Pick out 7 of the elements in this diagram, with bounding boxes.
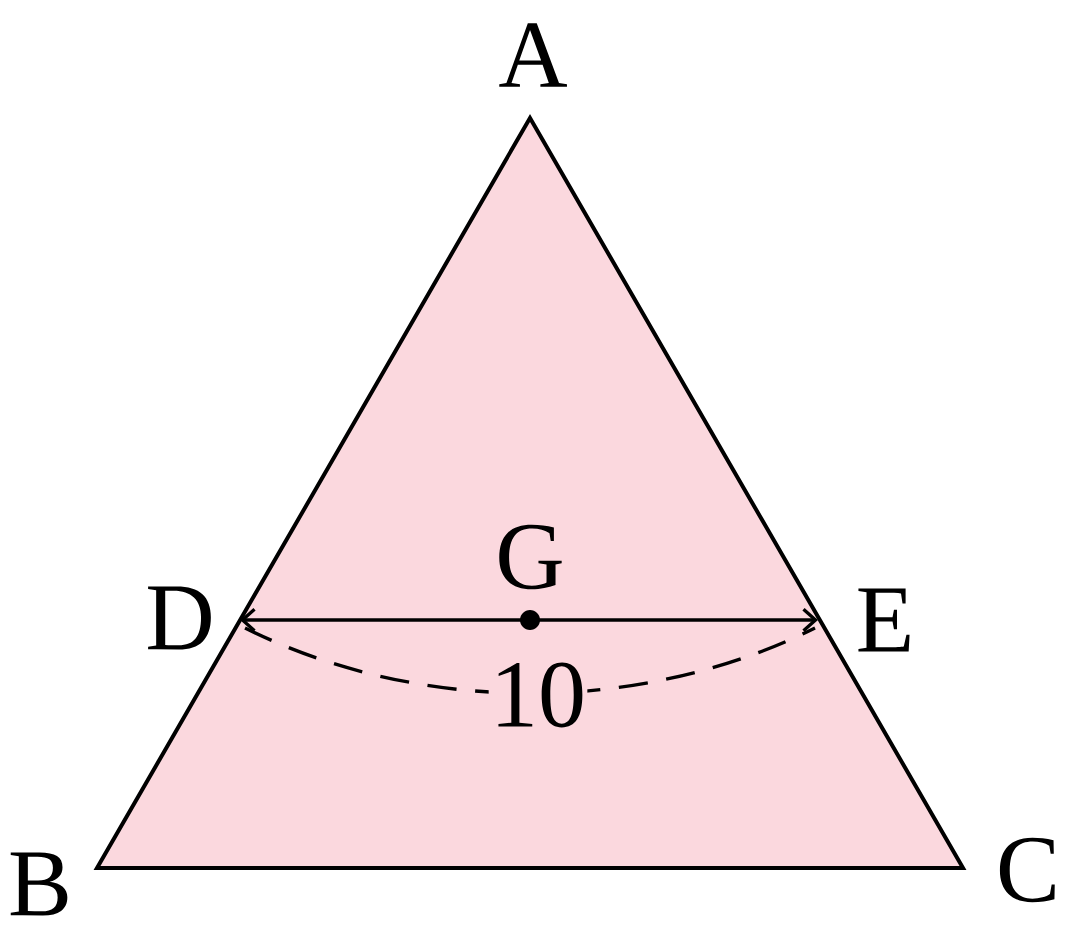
point-label: 10: [488, 661, 588, 729]
point-label: D: [148, 586, 211, 650]
point-label: G: [499, 524, 562, 590]
point-label: E: [858, 588, 910, 652]
point-label: C: [999, 837, 1055, 903]
point-label: B: [10, 852, 68, 916]
point-label: A: [499, 23, 567, 87]
